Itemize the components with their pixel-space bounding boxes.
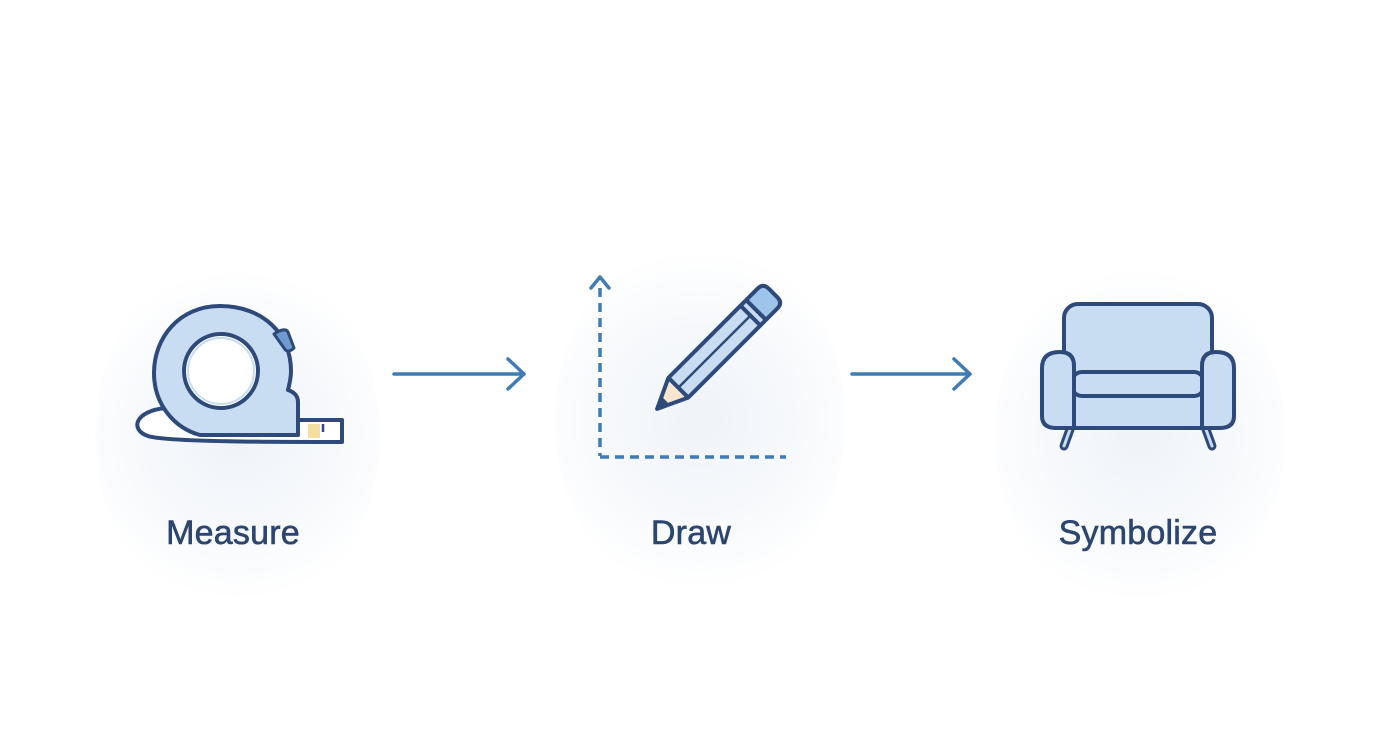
pencil-icon [589, 275, 786, 459]
arrow-right-icon [392, 357, 526, 391]
arrow-right-icon [850, 357, 972, 391]
draw-glow [555, 235, 845, 605]
tape-measure-icon [135, 304, 344, 444]
step-label-symbolize: Symbolize [1058, 514, 1218, 553]
armchair-icon [1040, 302, 1236, 451]
step-label-draw: Draw [650, 514, 732, 553]
step-label-measure: Measure [166, 514, 300, 553]
